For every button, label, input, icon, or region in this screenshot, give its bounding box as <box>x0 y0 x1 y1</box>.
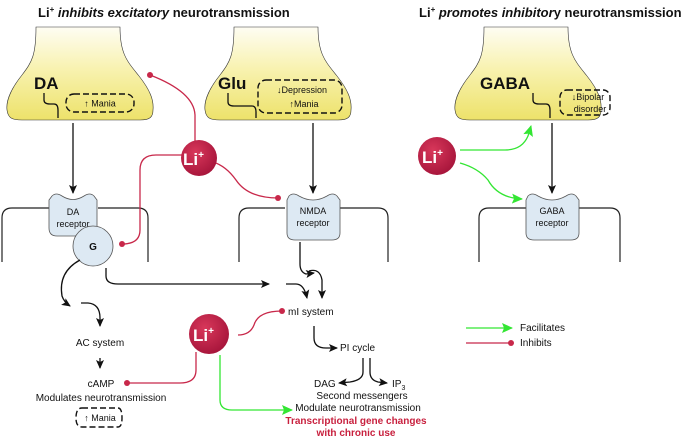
lithium-label: Li+ <box>422 148 443 167</box>
camp-mania-label: ↑ Mania <box>84 413 116 423</box>
modulate-neurotransmission-label: Modulate neurotransmission <box>295 403 421 414</box>
da-receptor: DA receptor <box>48 193 98 237</box>
facilitate-line-li-to-transcription <box>219 355 293 415</box>
inhibit-line-li-to-mi <box>237 308 285 336</box>
g-protein: G <box>72 225 114 267</box>
da-receptor-label-1: DA <box>67 207 80 217</box>
effect-glu-mania: ↑Mania <box>289 99 318 109</box>
effect-da-mania: ↑ Mania <box>84 99 116 109</box>
ac-system-label: AC system <box>76 338 124 349</box>
arrow-g-to-ac <box>60 259 81 307</box>
effect-gaba-bipolar: ↓Bipolar <box>572 92 605 102</box>
inhibit-line-li-to-g <box>119 154 182 247</box>
camp-label: cAMP <box>88 379 115 390</box>
arrow-to-mi-system <box>286 283 310 299</box>
vesicle-release-path <box>43 93 59 118</box>
arrow-nmda-branch <box>299 242 315 278</box>
arrow-pi-to-dag <box>338 358 364 387</box>
dag-label: DAG <box>314 379 336 390</box>
nmda-receptor-label-1: NMDA <box>300 206 327 216</box>
effect-glu-depression: ↓Depression <box>277 85 327 95</box>
legend: Facilitates Inhibits <box>466 323 565 349</box>
lithium-ion-top: Li+ <box>181 140 217 176</box>
postsynaptic-cell-da <box>1 207 149 262</box>
inhibit-line-li-to-camp <box>124 352 197 386</box>
postsynaptic-cell-gaba <box>478 207 621 262</box>
transcription-label-1: Transcriptional gene changes <box>285 416 427 427</box>
neurotransmitter-da: DA <box>34 74 59 93</box>
nmda-receptor-label-2: receptor <box>296 218 329 228</box>
second-messengers-label: Second messengers <box>316 391 407 402</box>
gaba-receptor-label-2: receptor <box>535 218 568 228</box>
pi-cycle-label: PI cycle <box>340 343 375 354</box>
legend-facilitates-label: Facilitates <box>520 323 565 334</box>
arrow-pi-to-ip3 <box>369 358 388 387</box>
terminal-da: DA ↑ Mania <box>6 26 154 121</box>
facilitate-line-li-to-gaba-receptor <box>459 162 523 204</box>
arrow-g-to-mi <box>105 268 270 288</box>
lithium-ion-right: Li+ <box>418 137 456 175</box>
effect-box-glu <box>257 79 343 114</box>
terminal-gaba: GABA ↓Bipolar disorder <box>454 26 611 121</box>
effect-box-da <box>65 93 135 113</box>
inhibit-line-li-to-da-terminal <box>147 72 196 142</box>
vesicle-release-path <box>532 93 551 118</box>
neurotransmitter-glu: Glu <box>218 74 246 93</box>
title-inhibits-excitatory: Li+ inhibits excitatory neurotransmissio… <box>38 5 290 20</box>
postsynaptic-cell-nmda <box>238 207 389 262</box>
arrow-to-ac-system <box>81 302 104 327</box>
mi-system-label: mI system <box>288 307 334 318</box>
terminal-glu: Glu ↓Depression ↑Mania <box>204 26 352 121</box>
facilitate-line-li-to-gaba-terminal <box>460 125 533 151</box>
title-promotes-inhibitory: Li+ promotes inhibitory neurotransmissio… <box>419 5 682 20</box>
camp-effect-label: Modulates neurotransmission <box>36 393 167 404</box>
effect-box-camp <box>75 407 123 428</box>
effect-box-gaba <box>559 89 611 116</box>
arrow-mi-to-pi <box>313 326 338 352</box>
gaba-receptor-label-1: GABA <box>539 206 564 216</box>
neurotransmitter-gaba: GABA <box>480 74 530 93</box>
da-receptor-label-2: receptor <box>56 219 89 229</box>
vesicle-release-path <box>227 93 257 118</box>
effect-gaba-disorder: disorder <box>574 104 607 114</box>
arrow-nmda-to-mi <box>308 269 326 299</box>
lithium-label: Li+ <box>193 326 214 345</box>
g-protein-label: G <box>89 242 97 253</box>
legend-inhibits-label: Inhibits <box>520 338 552 349</box>
nmda-receptor: NMDA receptor <box>286 193 341 241</box>
inhibit-line-li-to-nmda <box>212 161 281 201</box>
lithium-label: Li+ <box>183 150 204 169</box>
transcription-label-2: with chronic use <box>316 428 396 438</box>
ip3-label: IP3 <box>392 379 405 392</box>
gaba-receptor: GABA receptor <box>525 193 580 241</box>
lithium-ion-bottom: Li+ <box>189 314 229 354</box>
